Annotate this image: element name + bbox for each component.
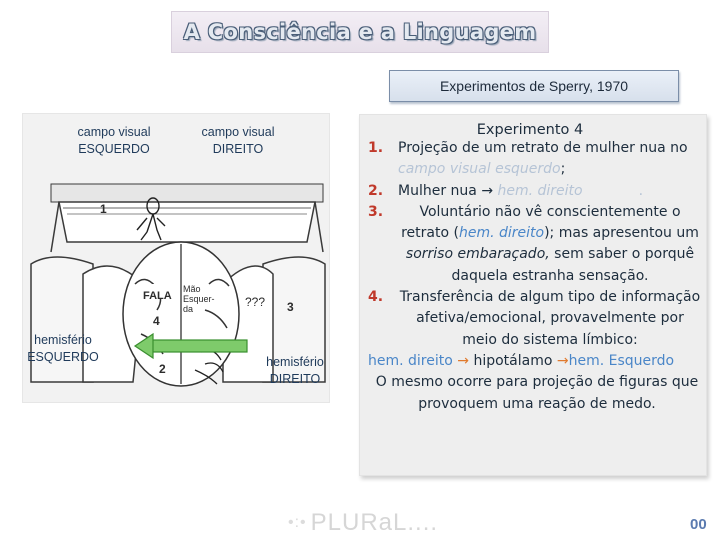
split-brain-drawing (30, 183, 326, 387)
experiment-steps: 1. Projeção de um retrato de mulher nua … (360, 138, 706, 351)
left-hand-area-label: Mão Esquer- da (183, 284, 215, 314)
list-item: 3. Voluntário não vê conscientemente o r… (368, 202, 702, 287)
step-highlight: hem. direito (458, 225, 545, 242)
step-number: 3. (368, 203, 384, 220)
closing-note: O mesmo ocorre para projeção de figuras … (375, 374, 699, 412)
arrow-right-icon: → (457, 352, 469, 369)
page-title: A Consciência e a Linguagem (183, 20, 537, 44)
step-text-end: ; (560, 161, 566, 178)
step-number: 1. (368, 140, 384, 156)
right-visual-field-label: campo visual DIREITO (201, 125, 275, 156)
step-text-end: . (638, 182, 644, 199)
left-hemisphere-label: hemisfério ESQUERDO (27, 333, 99, 364)
step-text: Voluntário não vê conscientemente o retr… (401, 203, 681, 242)
split-brain-figure: campo visual ESQUERDO campo visual DIREI… (22, 113, 330, 403)
marker-4: 4 (153, 314, 160, 328)
pathway-middle: hipotálamo (469, 352, 557, 369)
title-banner: A Consciência e a Linguagem (171, 11, 549, 53)
pathway-source: hem. direito (368, 352, 453, 369)
step-number: 2. (368, 182, 384, 199)
marker-2: 2 (159, 362, 166, 376)
list-item: 2. Mulher nua → hem. direito. (368, 181, 702, 202)
list-item: 4. Transferência de algum tipo de inform… (368, 287, 702, 351)
step-number: 4. (368, 289, 384, 306)
list-item: 1. Projeção de um retrato de mulher nua … (368, 138, 702, 181)
brain (122, 241, 240, 387)
subtitle-box: Experimentos de Sperry, 1970 (389, 70, 679, 102)
projection-screen (50, 183, 324, 253)
question-marks: ??? (241, 292, 270, 312)
step-highlight: campo visual esquerdo (398, 161, 561, 178)
marker-3: 3 (287, 300, 294, 314)
transfer-arrow (133, 332, 248, 360)
pathway-line: hem. direito → hipotálamo →hem. Esquerdo (360, 351, 706, 372)
step-text: Projeção de um retrato de mulher nua no (398, 140, 688, 156)
speech-area-label: FALA (143, 290, 172, 302)
left-visual-field-label: campo visual ESQUERDO (77, 125, 151, 156)
step-text-end: sem saber o porquê daquela estranha sens… (451, 246, 695, 284)
logo-text: PLURaL.... (310, 509, 439, 536)
woman-picture (136, 197, 166, 241)
step-highlight: hem. direito (493, 182, 583, 199)
plural-logo: •:• PLURaL.... (288, 508, 438, 538)
step-text: Mulher nua (398, 182, 482, 199)
logo-dots-icon: •:• (288, 514, 307, 531)
experiment-heading: Experimento 4 (476, 122, 584, 138)
right-hemisphere-label: hemisfério DIREITO (266, 355, 324, 386)
step-emphasis: sorriso embaraçado, (405, 246, 550, 263)
step-text-mid: ); mas apresentou um (544, 225, 699, 242)
arrow-right-icon: → (481, 182, 494, 199)
page-number: 00 (690, 516, 707, 533)
step-text: Transferência de algum tipo de informaçã… (399, 289, 701, 348)
experiment-text-panel: Experimento 4 1. Projeção de um retrato … (359, 114, 707, 476)
pathway-target: hem. Esquerdo (568, 352, 675, 369)
marker-1: 1 (100, 202, 107, 216)
arrow-right-icon: → (556, 352, 569, 369)
